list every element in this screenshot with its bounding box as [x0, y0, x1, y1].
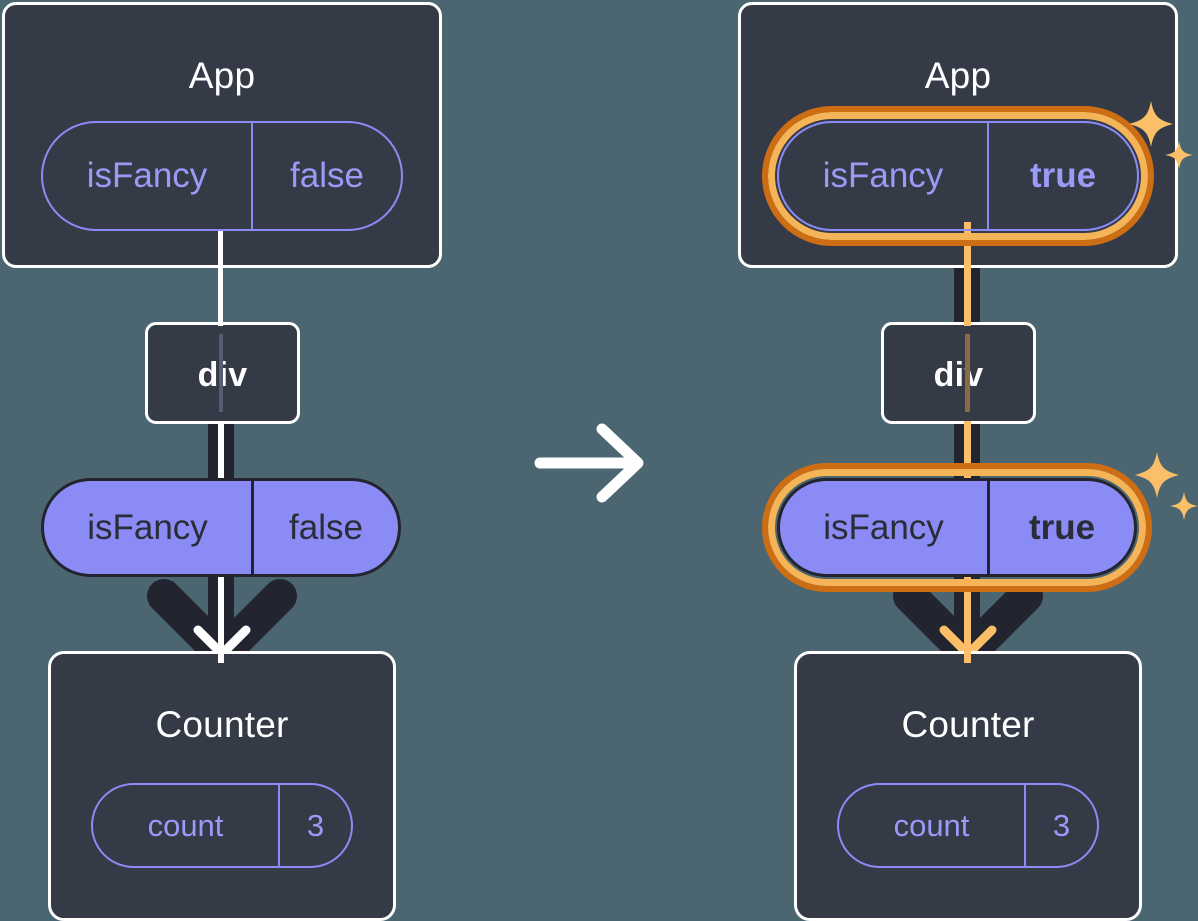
- prop-pill-name: isFancy: [823, 507, 944, 547]
- prop-pill-name: isFancy: [87, 507, 208, 547]
- connector-div-to-pill: [964, 421, 971, 483]
- counter-state-name: count: [147, 807, 224, 843]
- counter-state-value: 3: [1024, 785, 1097, 866]
- prop-pill-value: false: [251, 481, 398, 574]
- connector-through-div: [219, 334, 223, 412]
- connector-pill-to-counter: [218, 573, 224, 663]
- connector-pill-to-counter: [964, 573, 971, 663]
- div-title: div: [933, 356, 984, 394]
- div-element-box[interactable]: div: [881, 322, 1036, 424]
- arrow-right-icon: [532, 418, 652, 508]
- connector-app-to-div: [964, 222, 971, 326]
- sparkles-icon: [1124, 97, 1198, 181]
- prop-pill[interactable]: isFancy true: [777, 478, 1137, 577]
- app-state-value: false: [251, 123, 401, 229]
- sparkles-icon: [1132, 448, 1198, 530]
- app-title: App: [188, 55, 256, 96]
- app-title: App: [924, 55, 992, 96]
- connector-app-to-div: [218, 231, 223, 326]
- app-state-name: isFancy: [86, 156, 208, 195]
- counter-state-pill[interactable]: count 3: [837, 783, 1099, 868]
- app-state-pill[interactable]: isFancy false: [41, 121, 403, 231]
- counter-title: Counter: [901, 704, 1035, 745]
- prop-pill[interactable]: isFancy false: [41, 478, 401, 577]
- counter-state-value: 3: [278, 785, 351, 866]
- prop-pill-value: true: [987, 481, 1134, 574]
- app-state-pill[interactable]: isFancy true: [777, 121, 1139, 231]
- counter-title: Counter: [155, 704, 289, 745]
- connector-div-to-pill: [218, 421, 224, 483]
- connector-through-div: [965, 334, 970, 412]
- counter-state-name: count: [893, 807, 970, 843]
- panel-after: App isFancy true div isFancy true: [736, 0, 1198, 921]
- app-state-value: true: [987, 123, 1137, 229]
- panel-before: App isFancy false div isFancy false Coun…: [0, 0, 462, 921]
- app-state-name: isFancy: [822, 156, 944, 195]
- counter-state-pill[interactable]: count 3: [91, 783, 353, 868]
